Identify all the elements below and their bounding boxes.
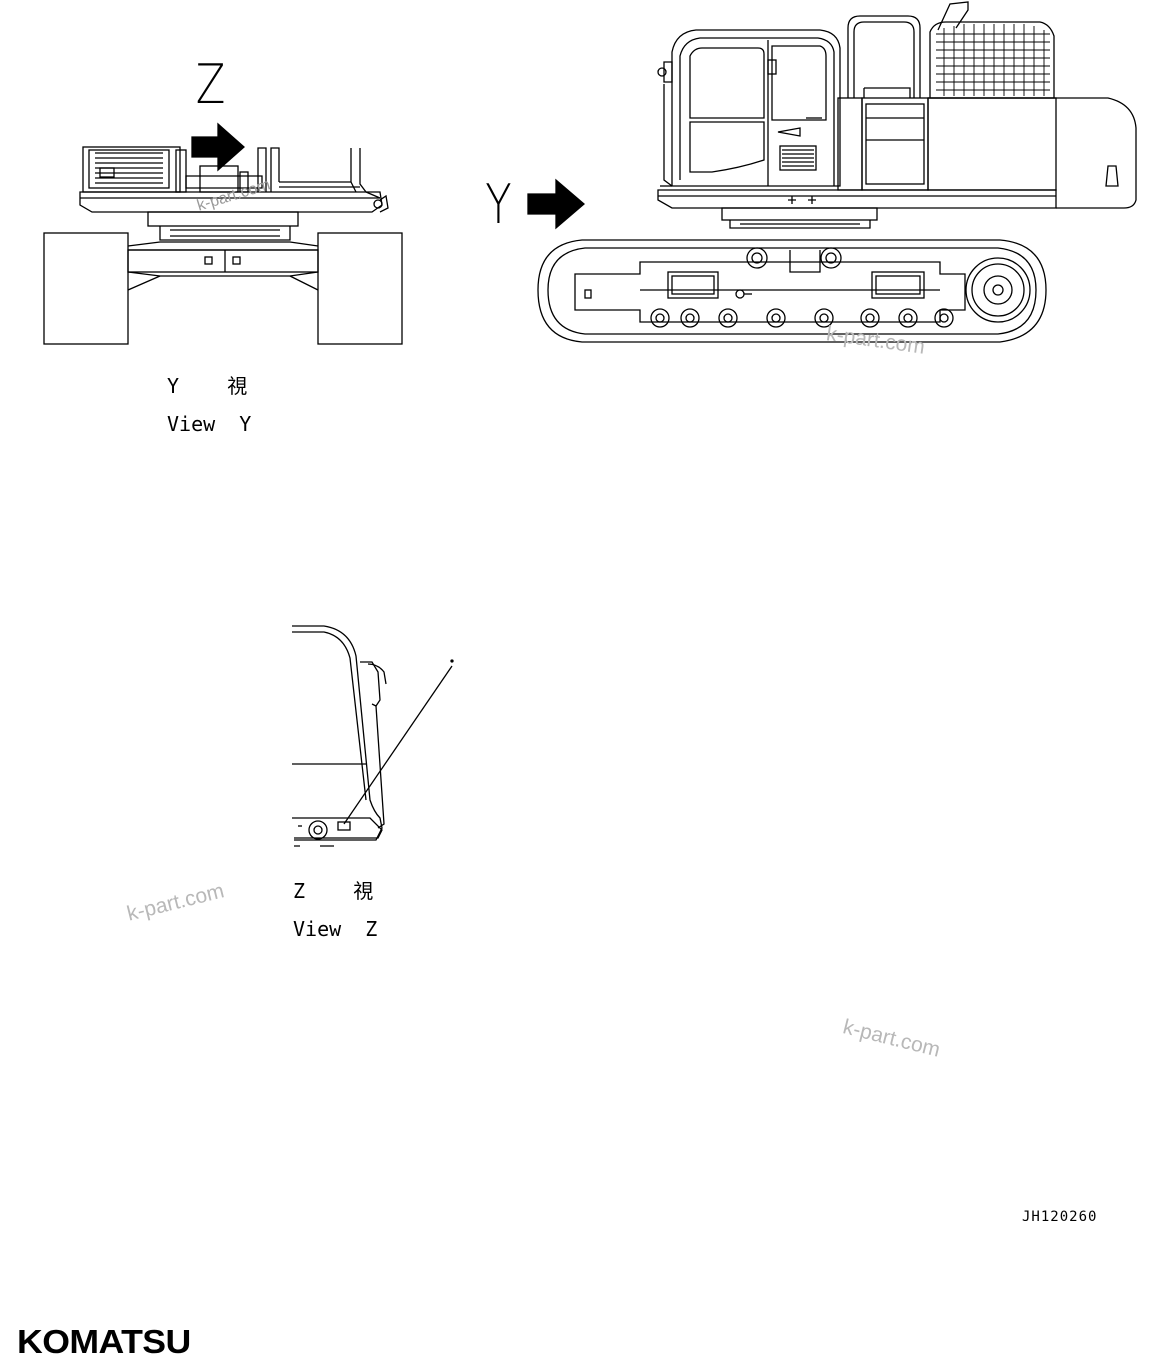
right-arrow-icon (191, 122, 245, 172)
view-y-letter: Y (485, 173, 512, 236)
drawing-id: JH120260 (1022, 1209, 1098, 1225)
view-z-caption-jp: Z 視 (293, 879, 374, 903)
view-z-letter: Z (195, 53, 226, 116)
front-view-left-track (43, 232, 129, 345)
front-view-right-track (317, 232, 403, 345)
side-view-track-rollers (650, 308, 954, 328)
side-view-sprocket (965, 257, 1031, 323)
side-view-cab (671, 29, 841, 187)
right-arrow-icon (527, 178, 585, 230)
view-y-caption-jp: Y 視 (167, 374, 248, 398)
view-y-caption-en: View Y (167, 412, 252, 436)
side-view-crawler-track (537, 239, 1047, 343)
view-z-caption-en: View Z (293, 917, 378, 941)
view-z-leader-line (343, 665, 453, 825)
view-z-label-plate (337, 821, 351, 831)
komatsu-logo: KOMATSU (17, 1323, 191, 1360)
side-view-counterweight (1056, 97, 1137, 209)
